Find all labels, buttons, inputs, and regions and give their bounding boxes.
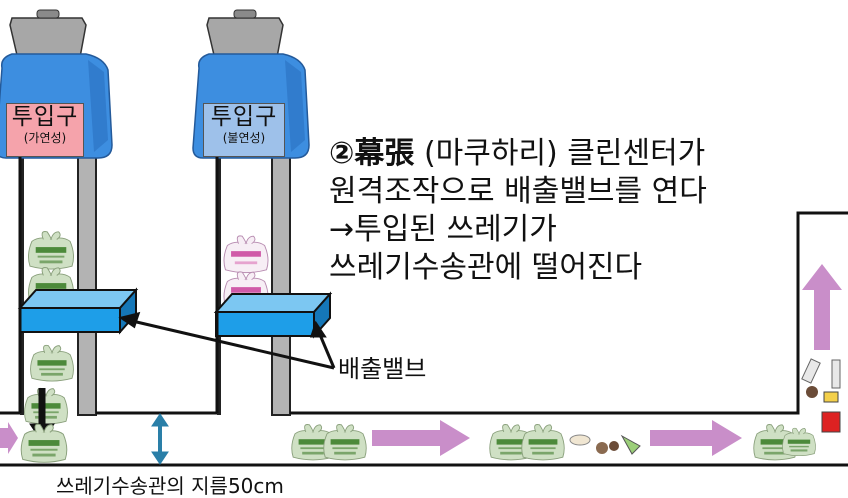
- left-chute-bag: [30, 344, 74, 382]
- description-line-2: 원격조작으로 배출밸브를 연다: [329, 174, 707, 209]
- loose-debris: [569, 358, 841, 455]
- flow-arrow-up: [802, 264, 842, 350]
- valve-pointer-lines: [118, 311, 336, 370]
- step-marker: ②幕張: [329, 136, 415, 171]
- pipe-bag: [521, 424, 565, 461]
- inlet-label-combustible: 투입구 (가연성): [6, 103, 84, 157]
- flow-arrow: [0, 422, 18, 454]
- transport-pipe: [0, 150, 848, 467]
- left-chute-bag: [24, 387, 68, 425]
- left-discharge-valve: [17, 287, 139, 335]
- left-chute-bag: [27, 231, 75, 270]
- description-line-1: ②幕張 (마쿠하리) 클린센터가: [329, 135, 707, 173]
- description-line-4: 쓰레기수송관에 떨어진다: [329, 250, 643, 285]
- step-description: ②幕張 (마쿠하리) 클린센터가 원격조작으로 배출밸브를 연다 →투입된 쓰레…: [329, 135, 707, 287]
- pipe-diameter-label: 쓰레기수송관의 지름50cm: [56, 474, 284, 498]
- inlet-title: 투입구: [210, 104, 278, 130]
- flow-arrow: [650, 420, 742, 456]
- inlet-label-noncombustible: 투입구 (불연성): [203, 103, 285, 157]
- inlet-subtitle: (가연성): [23, 131, 67, 145]
- flow-arrows: [0, 264, 842, 456]
- right-chute-bag: [223, 235, 269, 274]
- left-chute-back-wall: [77, 147, 97, 416]
- discharge-valve-label: 배출밸브: [338, 355, 427, 383]
- flow-arrow: [372, 420, 470, 456]
- inlet-title: 투입구: [11, 104, 79, 130]
- description-line-3: →투입된 쓰레기가: [329, 212, 557, 247]
- left-bin-lid-handle: [36, 9, 60, 19]
- right-discharge-valve: [213, 291, 333, 339]
- right-bin-lid-handle: [233, 9, 257, 19]
- diameter-dimension-arrow: [151, 413, 169, 465]
- right-chute-front-wall: [217, 150, 221, 415]
- right-inlet-bin: [192, 9, 310, 416]
- left-chute-front-wall: [20, 150, 24, 415]
- pipe-bag: [323, 424, 367, 461]
- right-chute-back-wall: [271, 147, 291, 416]
- inlet-subtitle: (불연성): [222, 131, 266, 145]
- center-name: (마쿠하리) 클린센터가: [414, 136, 706, 171]
